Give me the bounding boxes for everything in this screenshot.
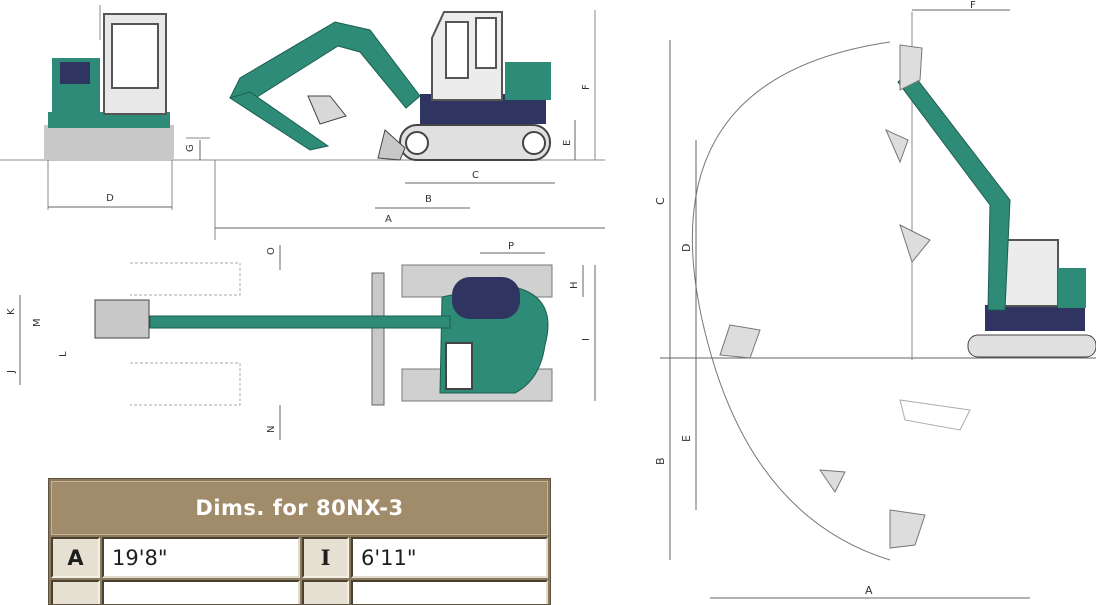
- dim-label-range-A: A: [865, 584, 873, 597]
- row-value-right: 6'11": [351, 537, 548, 578]
- dim-label-front-G: G: [185, 144, 196, 152]
- row-letter-left: [51, 580, 100, 604]
- table-row: A 19'8" I 6'11": [51, 537, 548, 578]
- dim-label-top-P: P: [508, 241, 514, 252]
- table-row: [51, 580, 548, 604]
- dim-label-top-I: I: [581, 338, 592, 341]
- dim-label-side-C: C: [472, 170, 479, 181]
- row-letter-left: A: [51, 537, 100, 578]
- row-value-left: 19'8": [102, 537, 300, 578]
- spec-table: Dims. for 80NX-3 A 19'8" I 6'11": [48, 478, 551, 605]
- top-view-diagram: K J M L O N P H I: [6, 241, 596, 440]
- dim-label-top-K: K: [6, 308, 17, 315]
- front-view-diagram: D G: [0, 5, 210, 210]
- dim-label-range-B: B: [654, 457, 667, 465]
- dim-label-top-L: L: [58, 351, 69, 357]
- row-value-right: [351, 580, 548, 604]
- spec-table-title: Dims. for 80NX-3: [51, 481, 548, 535]
- row-value-left: [102, 580, 300, 604]
- dim-label-side-A: A: [385, 214, 392, 225]
- dim-label-range-D: D: [680, 244, 693, 252]
- dim-label-side-E: E: [562, 140, 573, 146]
- dim-label-front-D: D: [106, 193, 114, 204]
- dim-label-range-E: E: [680, 435, 693, 442]
- dim-label-side-B: B: [425, 194, 432, 205]
- side-view-diagram: A B C E F: [210, 10, 605, 240]
- dim-label-range-C: C: [654, 197, 667, 205]
- dim-label-side-F: F: [581, 84, 592, 90]
- dim-label-top-N: N: [266, 426, 277, 433]
- row-letter-right: I: [302, 537, 349, 578]
- dim-label-top-H: H: [569, 281, 580, 289]
- dim-label-top-M: M: [32, 318, 43, 327]
- working-range-diagram: F C D B E A: [654, 0, 1096, 599]
- dim-label-top-O: O: [266, 247, 277, 255]
- row-letter-right: [302, 580, 349, 604]
- dim-label-top-J: J: [6, 370, 17, 374]
- dim-label-range-F: F: [970, 0, 976, 11]
